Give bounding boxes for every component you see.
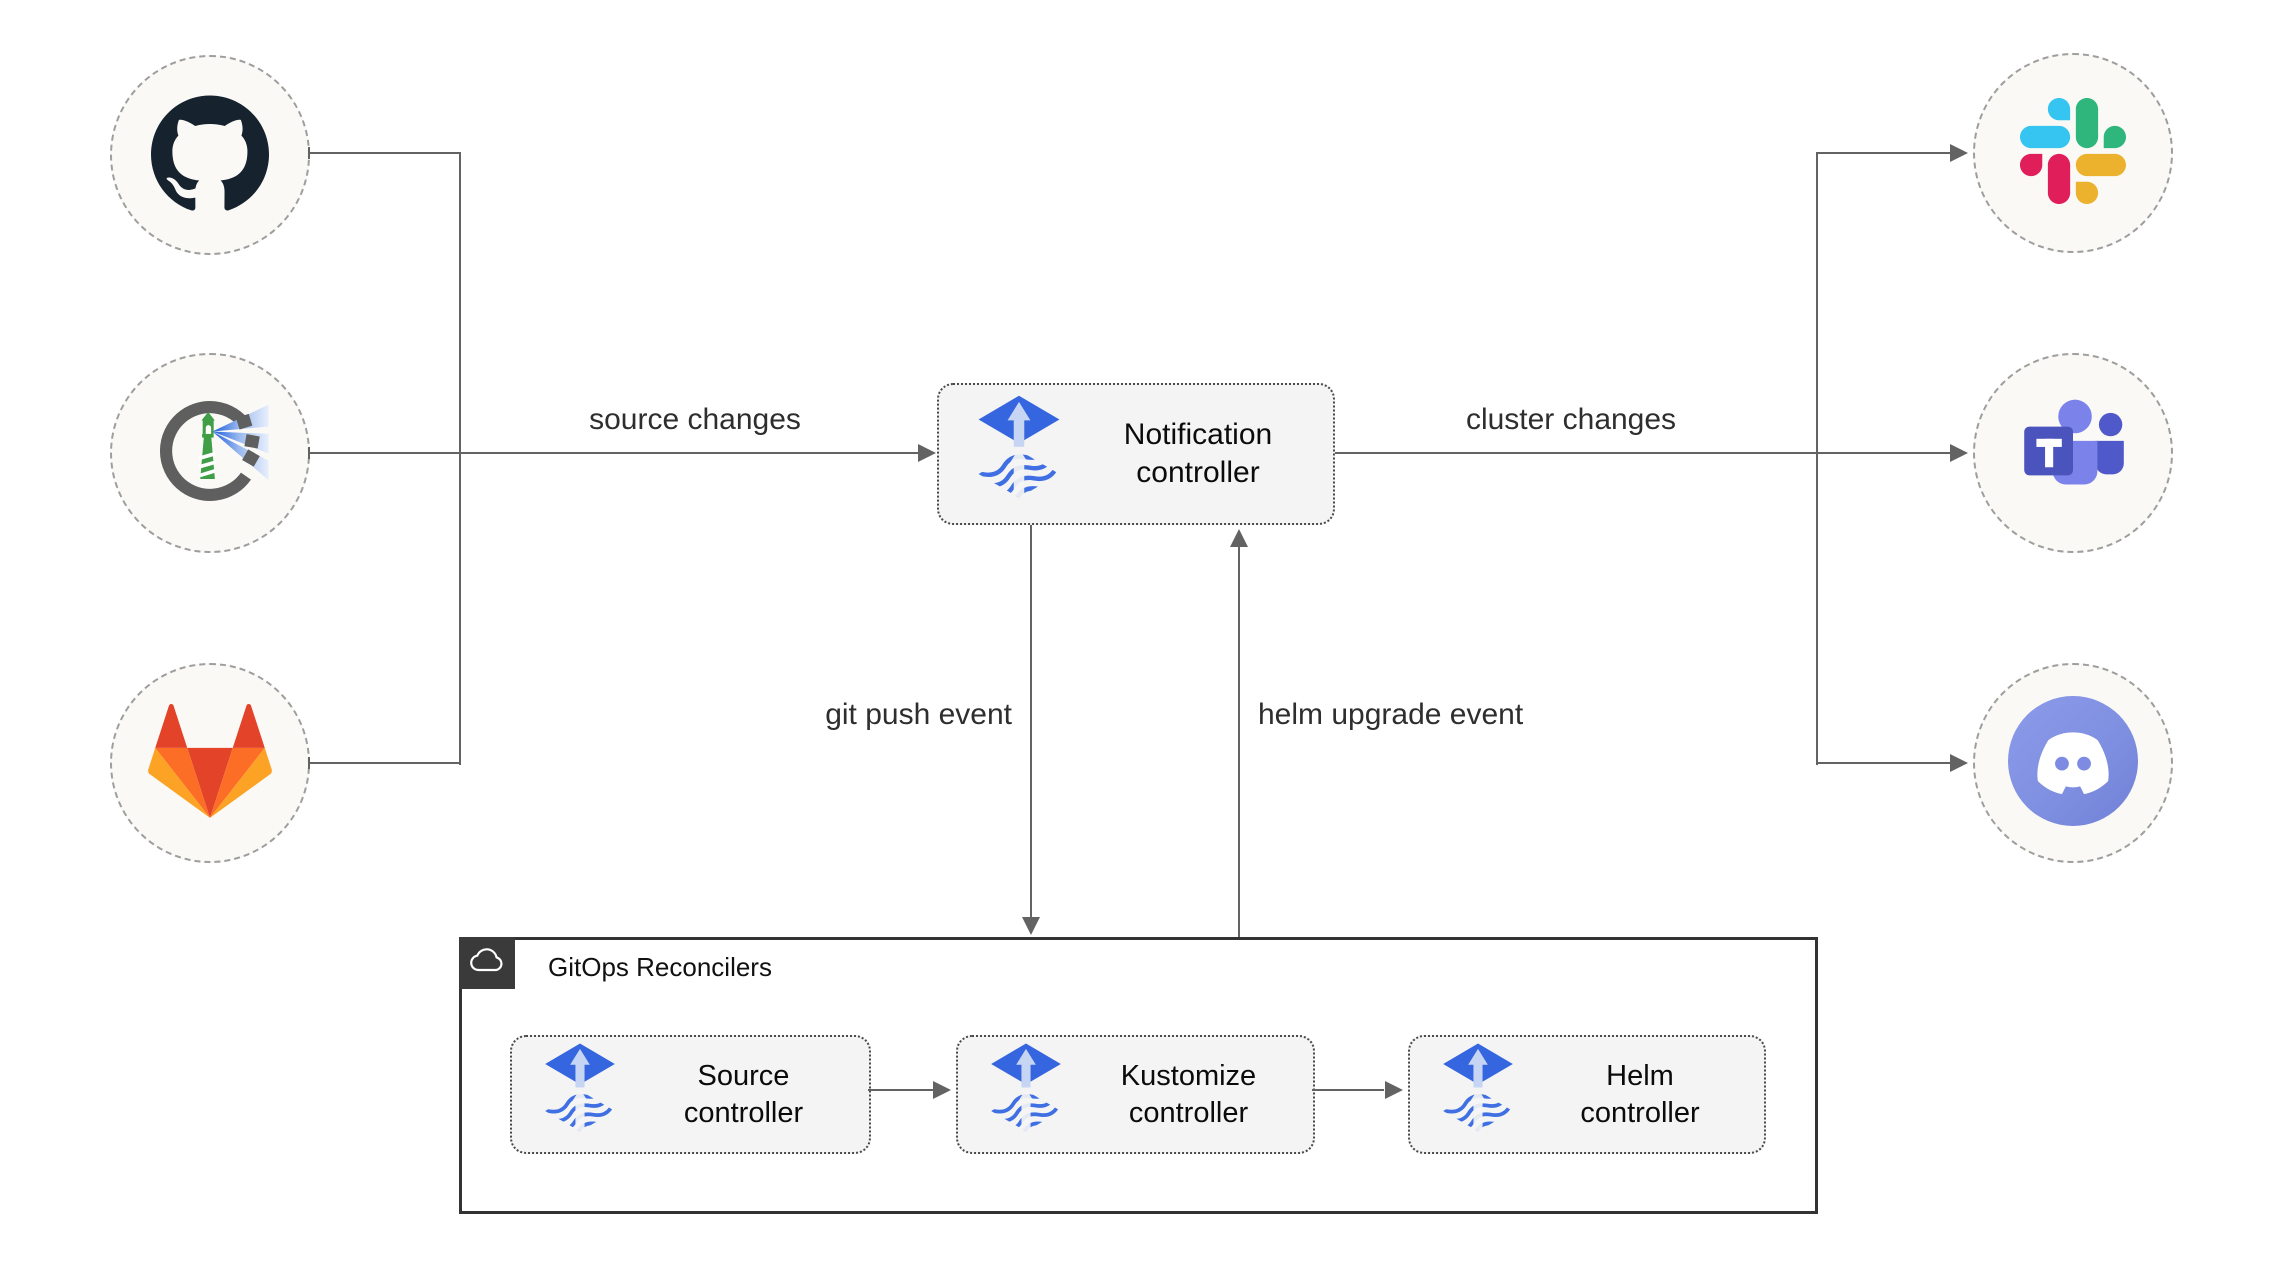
edge-helm-upgrade-line (1238, 547, 1240, 937)
gitlab-icon (148, 699, 272, 828)
edge-git-push-line (1030, 525, 1032, 919)
node-harbor (110, 353, 310, 553)
arrowhead-right-icon (933, 1081, 951, 1099)
node-discord (1973, 663, 2173, 863)
kustomize-controller-label: Kustomize controller (1120, 1059, 1257, 1129)
notification-controller-box: Notification controller (937, 383, 1335, 525)
discord-icon (2008, 695, 2138, 831)
helm-controller-box: Helm controller (1408, 1035, 1766, 1154)
gitops-title: GitOps Reconcilers (548, 952, 772, 982)
harbor-icon (149, 390, 271, 517)
teams-icon (2010, 394, 2136, 513)
connector-gitlab-line (310, 762, 461, 764)
flux-icon (975, 394, 1063, 515)
node-gitlab (110, 663, 310, 863)
arrowhead-right-icon (1950, 144, 1968, 162)
flux-icon (542, 1042, 618, 1147)
edge-cluster-changes-line (1335, 452, 1818, 454)
node-github (110, 55, 310, 255)
edge-label-helm-upgrade-event: helm upgrade event (1258, 698, 1524, 731)
arrowhead-up-icon (1230, 529, 1248, 547)
arrowhead-right-icon (1950, 754, 1968, 772)
gitops-tab (459, 937, 515, 989)
gitops-reconcilers-box: GitOps Reconcilers (459, 937, 1818, 1214)
arrowhead-down-icon (1022, 917, 1040, 935)
connector-right-vertical (1816, 152, 1818, 765)
source-controller-label: Source controller (683, 1059, 804, 1129)
connector-kustomize-helm-line (1312, 1089, 1384, 1091)
edge-label-source-changes: source changes (589, 403, 801, 436)
kustomize-controller-box: Kustomize controller (956, 1035, 1315, 1154)
edge-source-changes-line (310, 452, 920, 454)
flux-icon (988, 1042, 1064, 1147)
node-slack (1973, 53, 2173, 253)
edge-label-git-push-event: git push event (825, 698, 1012, 731)
arrowhead-right-icon (1385, 1081, 1403, 1099)
connector-source-kustomize-line (868, 1089, 935, 1091)
connector-github-line (310, 152, 461, 154)
github-icon (151, 94, 269, 217)
connector-discord-line (1816, 762, 1952, 764)
connector-tick (308, 447, 310, 459)
connector-left-vertical (459, 152, 461, 765)
arrowhead-right-icon (1950, 444, 1968, 462)
connector-teams-line (1818, 452, 1952, 454)
notification-controller-label: Notification controller (1123, 418, 1273, 489)
node-teams (1973, 353, 2173, 553)
arrowhead-right-icon (918, 444, 936, 462)
edge-label-cluster-changes: cluster changes (1465, 403, 1677, 436)
slack-icon (2020, 97, 2126, 209)
source-controller-box: Source controller (510, 1035, 871, 1154)
connector-tick (308, 757, 310, 769)
helm-controller-label: Helm controller (1580, 1059, 1700, 1129)
flux-icon (1440, 1042, 1516, 1147)
connector-tick (308, 147, 310, 159)
connector-slack-line (1816, 152, 1952, 154)
cloud-icon (469, 947, 505, 979)
